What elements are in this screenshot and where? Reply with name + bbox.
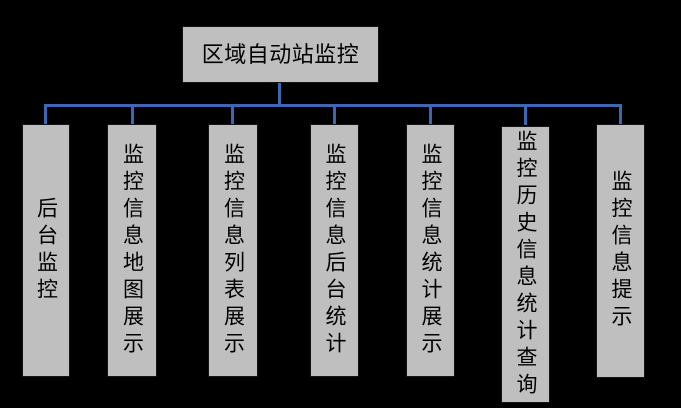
connector-root-drop — [278, 83, 281, 104]
branch-node-label: 监控历史信息统计查询 — [514, 129, 538, 400]
branch-node-label: 监控信息统计展示 — [419, 142, 443, 359]
connector-drop-6 — [524, 104, 527, 125]
branch-node-label: 监控信息地图展示 — [120, 142, 145, 359]
connector-drop-3 — [231, 104, 234, 125]
branch-node-history-stats-query: 监控历史信息统计查询 — [501, 126, 550, 403]
branch-node-label: 监控信息提示 — [609, 170, 633, 332]
branch-node-label: 监控信息列表展示 — [221, 142, 246, 359]
branch-node-map-display: 监控信息地图展示 — [107, 124, 157, 377]
connector-drop-5 — [429, 104, 432, 125]
branch-node-label: 后台监控 — [34, 196, 59, 305]
branch-node-info-prompt: 监控信息提示 — [596, 124, 645, 378]
root-node-label: 区域自动站监控 — [201, 41, 360, 67]
connector-drop-4 — [333, 104, 336, 125]
root-node: 区域自动站监控 — [182, 26, 379, 83]
branch-node-label: 监控信息后台统计 — [323, 142, 347, 359]
branch-node-backend-monitoring: 后台监控 — [22, 124, 70, 377]
connector-drop-1 — [44, 104, 47, 125]
connector-drop-2 — [131, 104, 134, 125]
branch-node-list-display: 监控信息列表展示 — [208, 124, 258, 377]
branch-node-stats-display: 监控信息统计展示 — [406, 124, 455, 377]
branch-node-backend-stats: 监控信息后台统计 — [310, 124, 359, 377]
connector-drop-7 — [619, 104, 622, 125]
